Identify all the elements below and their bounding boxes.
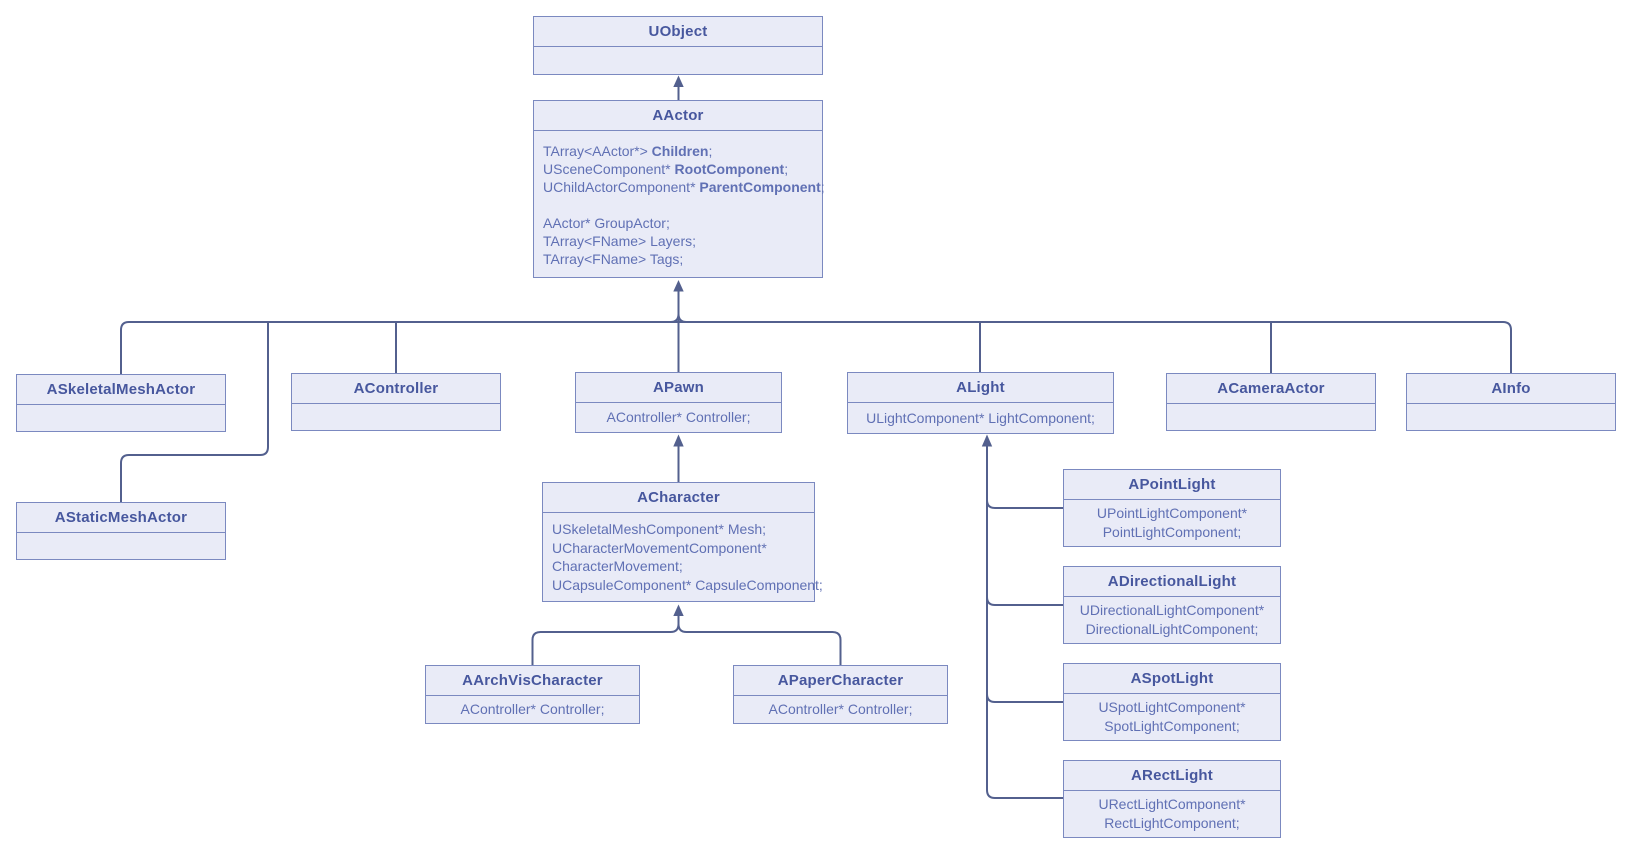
class-members: ULightComponent* LightComponent;: [848, 403, 1113, 433]
class-box-uobject[interactable]: UObject: [533, 16, 823, 75]
class-title: ACameraActor: [1167, 374, 1375, 404]
member-line: USkeletalMeshComponent* Mesh;: [552, 521, 766, 537]
member-line: USceneComponent* RootComponent;: [543, 161, 789, 178]
class-members: AController* Controller;: [426, 696, 639, 723]
connector-bus: [120, 321, 1512, 374]
member-line: CharacterMovement;: [552, 558, 683, 574]
member-line: PointLightComponent;: [1102, 524, 1242, 540]
class-box-acontroller[interactable]: AController: [291, 373, 501, 431]
class-title: ACharacter: [543, 483, 814, 513]
class-members: TArray<AActor*> Children; USceneComponen…: [534, 131, 825, 277]
member-line: DirectionalLightComponent;: [1085, 621, 1259, 637]
member-line: AController* Controller;: [768, 701, 913, 717]
class-box-ainfo[interactable]: AInfo: [1406, 373, 1616, 431]
arrowhead-apawn: [673, 434, 684, 447]
class-members: AController* Controller;: [576, 403, 781, 432]
class-members: AController* Controller;: [734, 696, 947, 723]
member-line: TArray<FName> Tags;: [543, 251, 684, 268]
class-box-acharacter[interactable]: ACharacter USkeletalMeshComponent* Mesh;…: [542, 482, 823, 602]
arrowhead-uobject: [673, 75, 684, 87]
bus-fillet-right: [677, 313, 687, 323]
class-title: AController: [292, 374, 500, 404]
arrowhead-acharacter: [673, 604, 684, 616]
member-line: TArray<FName> Layers;: [543, 233, 697, 250]
class-title: APawn: [576, 373, 781, 403]
class-box-arectlight[interactable]: ARectLight URectLightComponent* RectLigh…: [1063, 760, 1281, 838]
connector-bus-astaticmeshactor: [120, 322, 269, 502]
class-members-empty: [17, 405, 225, 431]
class-box-aarchvischaracter[interactable]: AArchVisCharacter AController* Controlle…: [425, 665, 640, 724]
class-title: ALight: [848, 373, 1113, 403]
class-box-askeletalmeshactor[interactable]: ASkeletalMeshActor: [16, 374, 226, 432]
class-members: USpotLightComponent* SpotLightComponent;: [1064, 694, 1280, 740]
member-line: UPointLightComponent*: [1096, 505, 1248, 521]
class-title: ARectLight: [1064, 761, 1280, 791]
class-members: UDirectionalLightComponent* DirectionalL…: [1064, 597, 1280, 643]
class-box-apointlight[interactable]: APointLight UPointLightComponent* PointL…: [1063, 469, 1281, 547]
class-title: ASpotLight: [1064, 664, 1280, 694]
class-box-alight[interactable]: ALight ULightComponent* LightComponent;: [847, 372, 1114, 434]
class-members-empty: [17, 533, 225, 559]
connector-adirectionallight: [986, 596, 1063, 606]
class-box-apawn[interactable]: APawn AController* Controller;: [575, 372, 782, 433]
class-members: USkeletalMeshComponent* Mesh; UCharacter…: [543, 513, 823, 601]
member-line: AController* Controller;: [460, 701, 605, 717]
member-line: UChildActorComponent* ParentComponent;: [543, 179, 825, 196]
connector-apointlight: [986, 499, 1063, 509]
class-members-empty: [534, 47, 822, 74]
member-line: AController* Controller;: [606, 409, 751, 425]
member-line: URectLightComponent*: [1098, 796, 1246, 812]
class-title: APointLight: [1064, 470, 1280, 500]
class-title: ASkeletalMeshActor: [17, 375, 225, 405]
bus-fillet-left: [670, 313, 680, 323]
connector-aarchvis-acharacter: [531, 616, 680, 665]
member-line: ULightComponent* LightComponent;: [866, 409, 1095, 426]
class-title: ADirectionalLight: [1064, 567, 1280, 597]
class-title: APaperCharacter: [734, 666, 947, 696]
member-line: SpotLightComponent;: [1104, 718, 1240, 734]
class-title: AActor: [534, 101, 822, 131]
class-title: UObject: [534, 17, 822, 47]
class-box-acameraactor[interactable]: ACameraActor: [1166, 373, 1376, 431]
class-box-adirectionallight[interactable]: ADirectionalLight UDirectionalLightCompo…: [1063, 566, 1281, 644]
class-box-astaticmeshactor[interactable]: AStaticMeshActor: [16, 502, 226, 560]
class-box-aspotlight[interactable]: ASpotLight USpotLightComponent* SpotLigh…: [1063, 663, 1281, 741]
class-title: AInfo: [1407, 374, 1615, 404]
member-line: TArray<AActor*> Children;: [543, 143, 713, 159]
connector-apaper-acharacter: [677, 616, 842, 665]
member-line: USpotLightComponent*: [1098, 699, 1246, 715]
class-members-empty: [292, 404, 500, 430]
arrowhead-alight: [981, 434, 993, 447]
member-line: UCapsuleComponent* CapsuleComponent;: [552, 576, 823, 593]
class-members: UPointLightComponent* PointLightComponen…: [1064, 500, 1280, 546]
connector-lights-trunk: [986, 446, 1063, 799]
arrowhead-aactor: [673, 280, 684, 292]
class-box-aactor[interactable]: AActor TArray<AActor*> Children; USceneC…: [533, 100, 825, 278]
class-members-empty: [1167, 404, 1375, 430]
class-title: AStaticMeshActor: [17, 503, 225, 533]
class-members: URectLightComponent* RectLightComponent;: [1064, 791, 1280, 837]
member-line: RectLightComponent;: [1104, 815, 1240, 831]
member-line: AActor* GroupActor;: [543, 215, 670, 232]
class-members-empty: [1407, 404, 1615, 430]
member-line: UDirectionalLightComponent*: [1079, 602, 1265, 618]
class-box-apapercharacter[interactable]: APaperCharacter AController* Controller;: [733, 665, 948, 724]
member-line: UCharacterMovementComponent*: [552, 539, 767, 556]
connector-aspotlight: [986, 693, 1063, 703]
class-title: AArchVisCharacter: [426, 666, 639, 696]
member-line-blank: [543, 196, 813, 214]
